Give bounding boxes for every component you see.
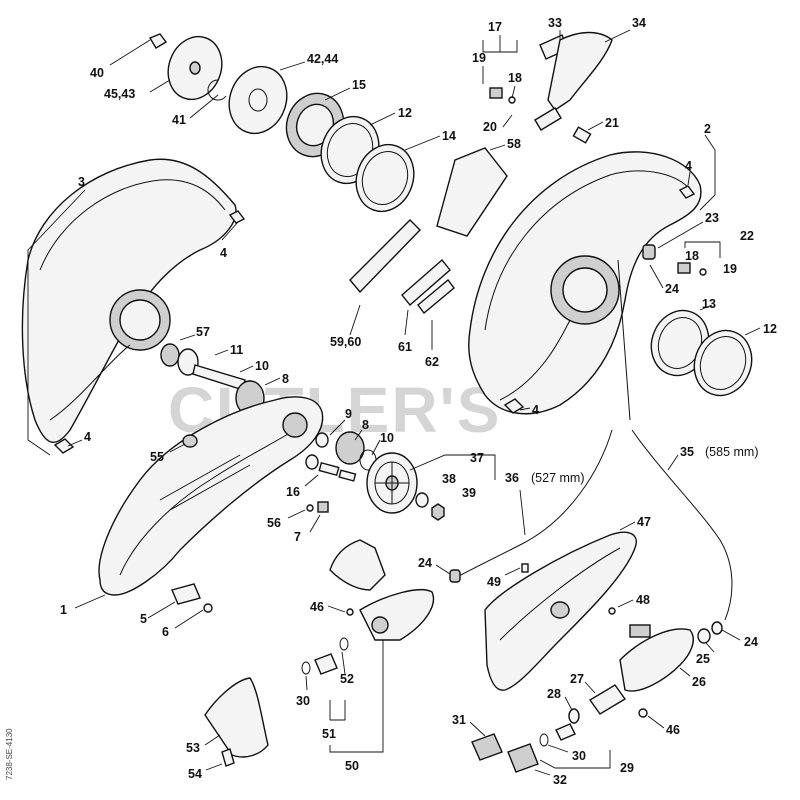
- label-58: 58: [507, 137, 521, 151]
- drawing-code: 7238-SE-4130: [5, 728, 14, 780]
- label-18b: 18: [685, 249, 699, 263]
- label-15: 15: [352, 78, 366, 92]
- label-45-43: 45,43: [104, 87, 135, 101]
- label-21: 21: [605, 116, 619, 130]
- label-8b: 8: [362, 418, 369, 432]
- label-56: 56: [267, 516, 281, 530]
- label-34: 34: [632, 16, 646, 30]
- label-30b: 30: [572, 749, 586, 763]
- label-48: 48: [636, 593, 650, 607]
- left-blade-guard: [21, 158, 246, 454]
- label-3: 3: [78, 175, 85, 189]
- right-rings: [650, 309, 753, 397]
- label-52: 52: [340, 672, 354, 686]
- valve-hardware: [489, 31, 707, 276]
- label-7: 7: [294, 530, 301, 544]
- label-20: 20: [483, 120, 497, 134]
- hose-35-length: (585 mm): [705, 445, 758, 459]
- label-50: 50: [345, 759, 359, 773]
- label-25: 25: [696, 652, 710, 666]
- label-42-44: 42,44: [307, 52, 338, 66]
- part-5: [171, 583, 201, 605]
- label-27: 27: [570, 672, 584, 686]
- label-16: 16: [286, 485, 300, 499]
- label-59-60: 59,60: [330, 335, 361, 349]
- label-24c: 24: [744, 635, 758, 649]
- label-12b: 12: [763, 322, 777, 336]
- label-41: 41: [172, 113, 186, 127]
- flange-stack: [148, 33, 415, 213]
- label-8a: 8: [282, 372, 289, 386]
- label-1: 1: [60, 603, 67, 617]
- hose-36-length: (527 mm): [531, 471, 584, 485]
- label-35: 35: [680, 445, 694, 459]
- label-29: 29: [620, 761, 634, 775]
- label-33: 33: [548, 16, 562, 30]
- label-37: 37: [470, 451, 484, 465]
- water-bracket: [301, 539, 435, 675]
- label-22: 22: [740, 229, 754, 243]
- guard-53: [204, 677, 269, 767]
- cutter-arm: [98, 396, 324, 596]
- label-4c: 4: [685, 159, 692, 173]
- clip-49: [521, 563, 529, 573]
- screw-46b: [638, 708, 648, 718]
- label-51: 51: [322, 727, 336, 741]
- label-49: 49: [487, 575, 501, 589]
- label-38: 38: [442, 472, 456, 486]
- label-12a: 12: [398, 106, 412, 120]
- label-54: 54: [188, 767, 202, 781]
- belt-guard: [484, 531, 637, 691]
- label-14: 14: [442, 129, 456, 143]
- screw-48: [608, 607, 616, 615]
- label-24b: 24: [418, 556, 432, 570]
- label-18a: 18: [508, 71, 522, 85]
- label-19b: 19: [723, 262, 737, 276]
- label-5: 5: [140, 612, 147, 626]
- label-19a: 19: [472, 51, 486, 65]
- label-30a: 30: [296, 694, 310, 708]
- label-6: 6: [162, 625, 169, 639]
- right-blade-guard: [468, 151, 702, 415]
- label-55: 55: [150, 450, 164, 464]
- label-9: 9: [345, 407, 352, 421]
- label-4b: 4: [84, 430, 91, 444]
- label-2: 2: [704, 122, 711, 136]
- label-28: 28: [547, 687, 561, 701]
- label-17: 17: [488, 20, 502, 34]
- label-46a: 46: [310, 600, 324, 614]
- label-62: 62: [425, 355, 439, 369]
- label-61: 61: [398, 340, 412, 354]
- label-57: 57: [196, 325, 210, 339]
- label-4d: 4: [532, 403, 539, 417]
- pulley-bearings: [305, 431, 377, 513]
- label-23: 23: [705, 211, 719, 225]
- label-26: 26: [692, 675, 706, 689]
- label-32: 32: [553, 773, 567, 787]
- handle-26: [619, 621, 723, 692]
- label-10b: 10: [380, 431, 394, 445]
- label-53: 53: [186, 741, 200, 755]
- belt-pulley: [366, 452, 445, 521]
- label-39: 39: [462, 486, 476, 500]
- label-4a: 4: [220, 246, 227, 260]
- label-24a: 24: [665, 282, 679, 296]
- label-47: 47: [637, 515, 651, 529]
- label-13: 13: [702, 297, 716, 311]
- water-hoses: [454, 259, 733, 621]
- hose-fitting: [449, 569, 461, 583]
- label-31: 31: [452, 713, 466, 727]
- label-10a: 10: [255, 359, 269, 373]
- decals: [349, 147, 508, 315]
- label-36: 36: [505, 471, 519, 485]
- label-40: 40: [90, 66, 104, 80]
- label-11: 11: [230, 343, 243, 357]
- label-46b: 46: [666, 723, 680, 737]
- valve-connectors: [471, 684, 627, 773]
